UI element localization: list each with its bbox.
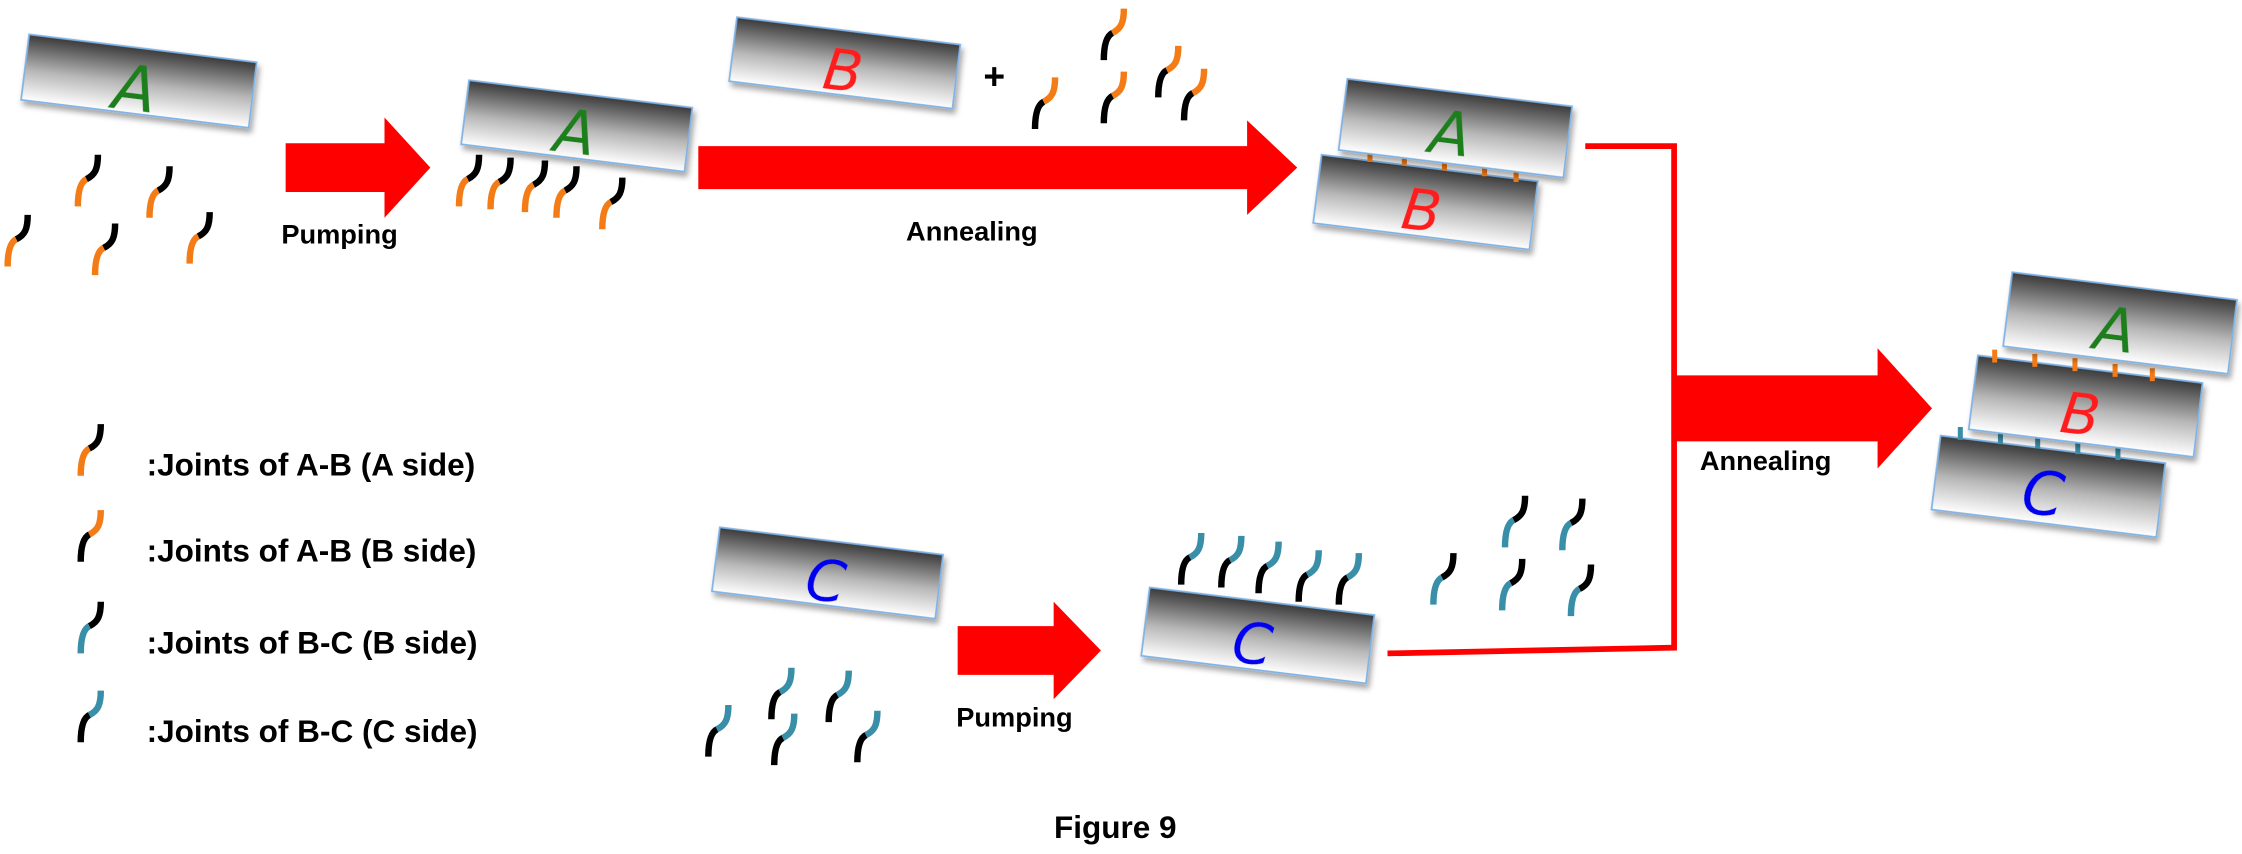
pumping-arrow-bottom [957,601,1101,700]
joint-legend-icon [77,424,105,476]
plate-c-final-letter: C [2018,457,2068,532]
plate-c-initial: C [710,526,945,620]
legend-item: :Joints of B-C (B side) [77,601,478,660]
joint-icon [1501,495,1529,548]
joint-icon [1155,45,1182,98]
legend-item: :Joints of B-C (C side) [77,690,478,749]
joint-icon [1255,541,1282,594]
bond-tick [2072,358,2078,372]
bond-tick [1997,431,2003,445]
joint-icon [705,704,732,757]
joints-ab-free-bside [1031,8,1208,129]
bond-tick [2035,435,2041,449]
joint-icon [768,667,795,720]
pumping-label-top: Pumping [281,219,397,250]
bc-bond-ticks [1957,427,2121,460]
legend-label: :Joints of B-C (B side) [147,624,478,660]
joint-icon [1177,532,1205,585]
pumping-label-bottom: Pumping [956,701,1072,732]
plate-b-free: B [728,16,962,110]
joint-legend-icon [77,510,105,562]
bond-tick [2032,353,2038,367]
legend-label: :Joints of A-B (B side) [147,533,477,569]
joint-icon [825,670,852,723]
joint-icon [146,166,173,218]
plate-b-bonded-letter: B [1398,175,1445,246]
plate-b-final-letter: B [2057,379,2104,450]
bond-tick [2112,363,2118,377]
joints-bc-free-cside [705,667,881,766]
joints-ab-free-top [4,154,213,276]
legend: :Joints of A-B (A side) :Joints of A-B (B… [77,424,478,749]
joints-on-plate-c [1177,532,1363,605]
joint-icon [771,713,798,766]
joint-icon [186,212,213,264]
figure-caption: Figure 9 [1054,809,1177,845]
joint-icon [1295,550,1322,602]
joint-icon [487,157,514,210]
legend-item: :Joints of A-B (A side) [77,424,476,483]
plate-c-pumped: C [1140,586,1376,685]
plate-c-pumped-letter: C [1228,608,1276,679]
joint-icon [854,710,881,763]
plate-a-initial: A [20,33,258,129]
bond-tick [2115,447,2121,460]
joints-on-plate-a [455,154,626,230]
plate-a-pumped: A [460,79,694,173]
joint-icon [1031,77,1059,129]
bond-tick [1441,157,1447,171]
joint-icon [1498,558,1526,611]
joint-icon [1559,498,1586,551]
bond-tick [1513,169,1519,182]
legend-label: :Joints of B-C (C side) [147,713,478,749]
bond-tick [1482,163,1488,177]
ab-bond-ticks-final [1992,349,2155,382]
joint-icon [1218,535,1245,588]
plate-b-bonded: B [1312,153,1539,251]
bond-tick [2149,368,2155,382]
joint-icon [599,177,626,230]
joint-icon [1430,553,1457,605]
plate-b-letter: B [819,36,866,107]
bond-tick [1957,427,1963,440]
annealing-arrow-final [1674,348,1933,469]
bond-tick [1367,149,1373,162]
joint-icon [455,154,483,207]
plate-b-final: B [1967,354,2204,458]
joint-icon [91,223,119,276]
joint-icon [74,154,102,207]
joint-icon [1335,553,1363,605]
plate-a-final: A [2002,271,2238,375]
joints-bc-free-bside [1430,495,1595,617]
pumping-arrow-top [285,117,431,218]
joint-legend-icon [77,690,105,743]
joint-icon [4,214,31,267]
joint-icon [1100,71,1128,124]
joint-icon [1567,564,1595,617]
annealing-label-top: Annealing [906,216,1038,247]
bond-tick [2075,441,2081,455]
plus-sign: + [983,55,1005,97]
plate-a-bonded: A [1337,77,1574,179]
legend-item: :Joints of A-B (B side) [77,510,477,569]
joint-icon [1100,8,1128,61]
annealing-arrow-top [698,120,1298,215]
legend-label: :Joints of A-B (A side) [147,447,476,483]
joint-legend-icon [77,601,105,654]
joint-icon [553,166,580,218]
plate-c-letter: C [802,546,850,617]
annealing-label-final: Annealing [1700,445,1832,476]
plate-c-final: C [1930,434,2167,539]
joint-icon [1180,68,1208,121]
joint-icon [521,160,549,213]
bond-tick [1992,349,1998,363]
